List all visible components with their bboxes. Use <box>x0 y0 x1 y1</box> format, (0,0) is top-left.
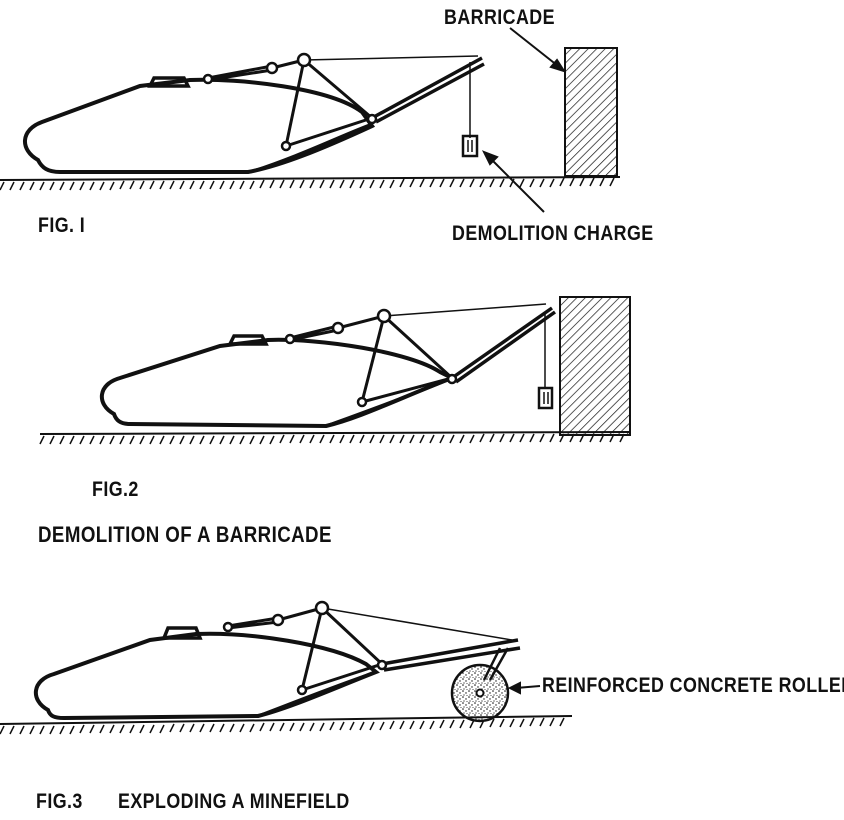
roller-axle <box>475 688 485 698</box>
figure-1 <box>0 27 621 213</box>
fig2-title: DEMOLITION OF A BARRICADE <box>38 522 332 547</box>
fig1-caption: FIG. I <box>38 214 86 237</box>
roller-arrow <box>507 681 541 695</box>
tank-turret <box>227 334 269 346</box>
tank-track-line <box>257 670 377 718</box>
pivot-joints <box>222 600 388 696</box>
boom-linkage <box>289 303 557 404</box>
ground-line <box>39 431 631 445</box>
tank-track-line <box>249 122 373 174</box>
charge-arrow <box>481 150 545 213</box>
demolition-charge <box>537 386 554 410</box>
tank-hull <box>34 631 380 721</box>
pivot-joints <box>202 52 378 152</box>
tank-turret <box>161 626 203 640</box>
boom-linkage <box>227 606 521 692</box>
fig3-caption: FIG.3 <box>36 790 83 813</box>
tank-turret <box>147 76 191 88</box>
ground-line <box>0 176 621 191</box>
barricade-wall <box>559 296 631 436</box>
concrete-roller-label: REINFORCED CONCRETE ROLLER <box>542 674 844 697</box>
figure-2 <box>39 296 631 445</box>
demolition-charge <box>461 134 479 158</box>
barricade-label: BARRICADE <box>444 6 555 29</box>
tank-hull <box>100 337 457 429</box>
tank-hull <box>23 77 376 174</box>
barricade-wall <box>564 47 618 177</box>
barricade-arrow <box>509 27 567 73</box>
figure-3 <box>0 600 573 735</box>
pivot-joints <box>284 308 458 408</box>
fig2-caption: FIG.2 <box>92 478 139 501</box>
fig3-title: EXPLODING A MINEFIELD <box>118 790 350 813</box>
demolition-charge-label: DEMOLITION CHARGE <box>452 222 654 245</box>
tank-track-line <box>325 376 453 428</box>
